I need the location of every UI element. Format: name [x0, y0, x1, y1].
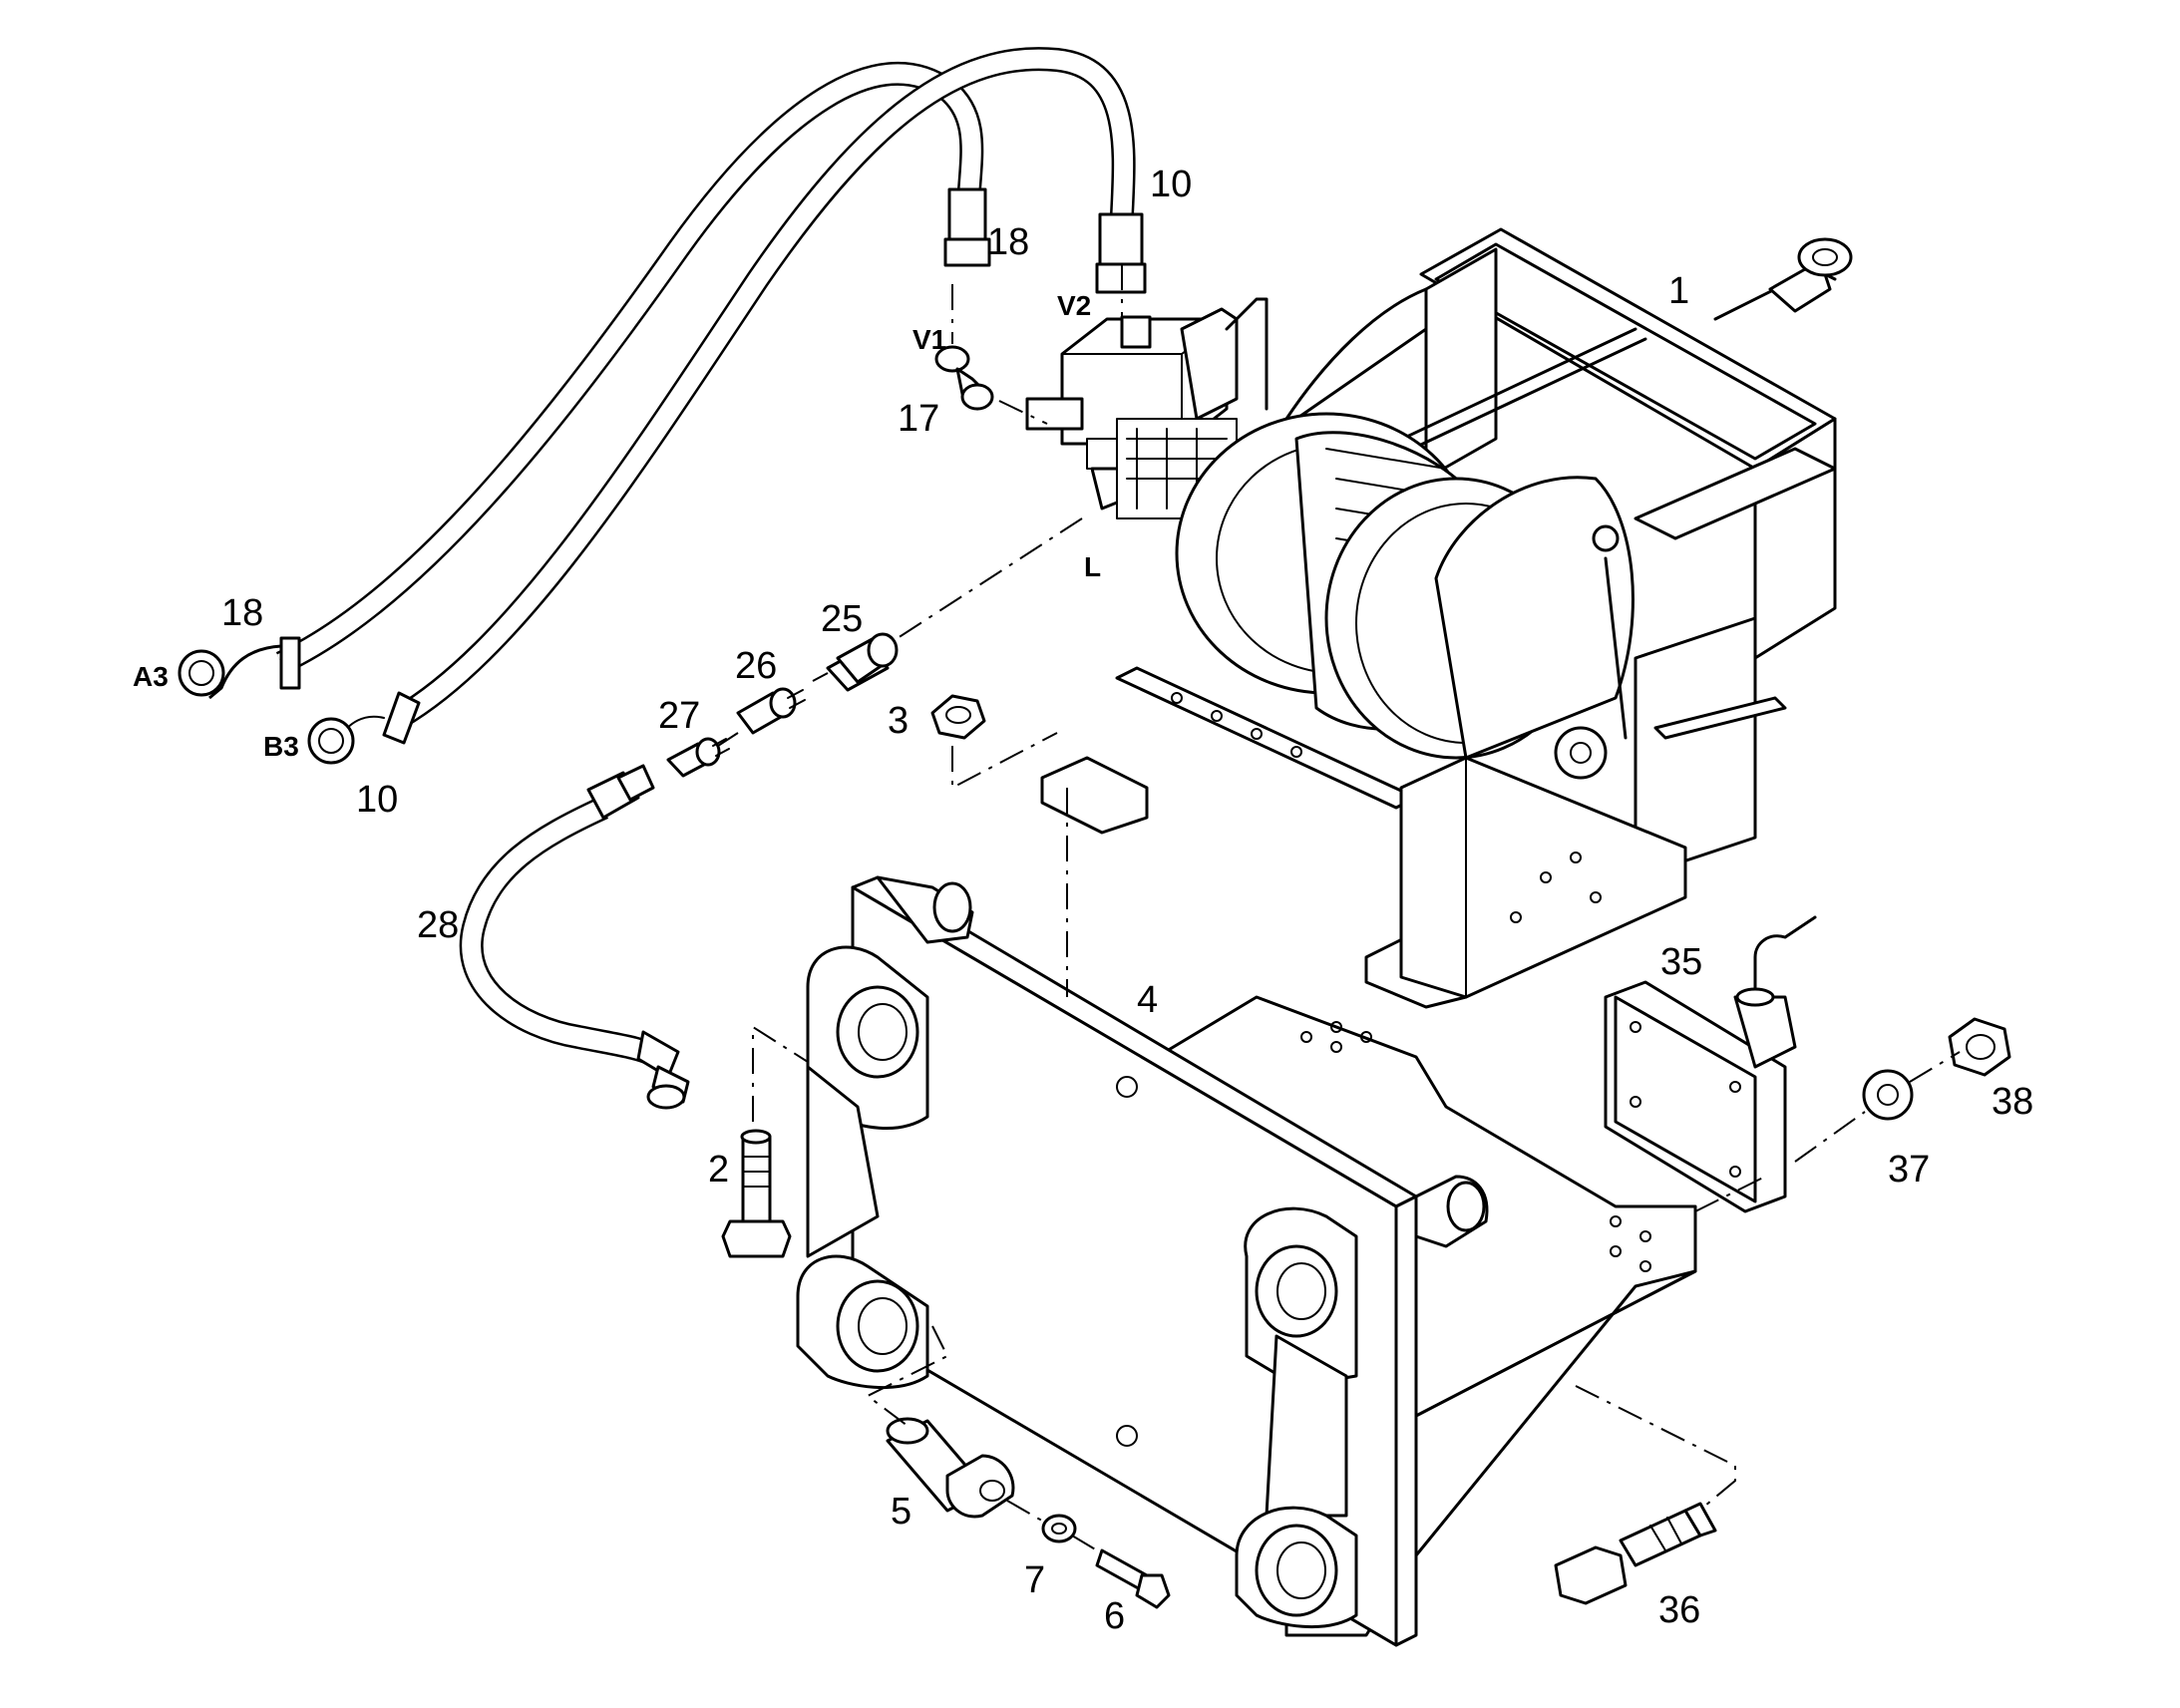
port-label-l: L	[1084, 551, 1101, 582]
callout-26: 26	[735, 645, 777, 687]
bolt-2	[721, 1129, 792, 1258]
sensor-plate-35	[1604, 915, 1817, 1213]
winch-assembly	[1040, 227, 1853, 1009]
washer-7	[1041, 1514, 1077, 1543]
port-label-v1: V1	[912, 324, 946, 355]
adapter-25	[826, 632, 899, 692]
callout-18-left: 18	[221, 592, 263, 634]
fitting-17	[934, 345, 994, 411]
port-labels: V1 V2 L A3 B3	[133, 290, 1101, 762]
callout-38: 38	[1992, 1081, 2033, 1123]
bolt-36	[1554, 1502, 1717, 1605]
nut-38	[1948, 1017, 2011, 1077]
callout-25: 25	[821, 598, 863, 640]
hose-10-assembly	[307, 47, 1147, 765]
adapter-27	[666, 737, 730, 778]
assembly-lines	[717, 264, 1961, 1551]
callout-28: 28	[417, 904, 459, 946]
callout-7: 7	[1024, 1559, 1045, 1601]
callout-37: 37	[1888, 1149, 1930, 1191]
callout-3: 3	[888, 700, 908, 742]
callout-6: 6	[1104, 1595, 1125, 1637]
hose-18-assembly	[178, 62, 991, 700]
hose-28	[459, 764, 690, 1110]
callout-17: 17	[898, 398, 939, 440]
callout-1: 1	[1668, 270, 1689, 312]
callout-5: 5	[891, 1491, 911, 1533]
port-label-a3: A3	[133, 661, 169, 692]
callout-18-top: 18	[987, 221, 1029, 263]
screw-6	[1095, 1548, 1171, 1609]
callout-labels: 1 2 3 4 5 6 7 10 10 17 18 18 25 26 27 28…	[221, 164, 2033, 1637]
port-label-v2: V2	[1057, 290, 1091, 321]
pin-5	[886, 1417, 1015, 1519]
callout-2: 2	[708, 1149, 729, 1191]
callout-10-top: 10	[1150, 164, 1192, 205]
callout-35: 35	[1660, 941, 1702, 983]
port-label-b3: B3	[263, 731, 299, 762]
nut-3	[930, 694, 986, 740]
mounting-bracket-4	[796, 875, 1697, 1647]
adapter-26	[736, 687, 806, 735]
callout-36: 36	[1658, 1589, 1700, 1631]
washer-37	[1862, 1069, 1914, 1121]
callout-10-bottom: 10	[356, 779, 398, 821]
callout-4: 4	[1137, 979, 1158, 1021]
callout-27: 27	[658, 695, 700, 737]
